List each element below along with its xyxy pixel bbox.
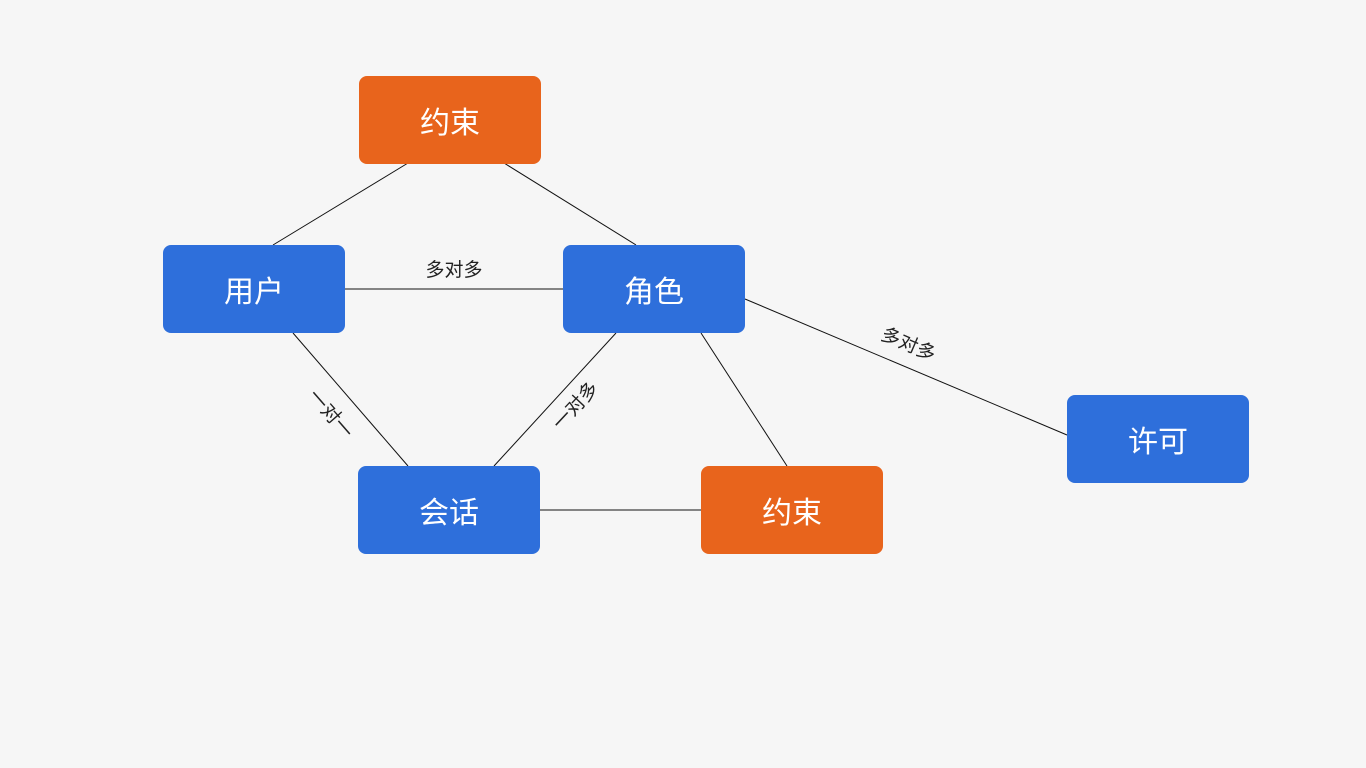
edge-label-role-session: 一对多 (548, 378, 603, 435)
edge-label-user-session: 一对一 (304, 385, 358, 442)
edge-role-constraint (700, 332, 788, 467)
edge-constraint-role (503, 162, 637, 246)
edge-user-role: 多对多 (345, 259, 563, 290)
node-label: 用户 (224, 275, 284, 310)
edge-role-permission: 多对多 (744, 298, 1068, 436)
node-label: 约束 (762, 496, 822, 531)
node-user: 用户 (163, 245, 345, 333)
edge-constraint-user (272, 162, 409, 246)
node-label: 约束 (420, 106, 480, 141)
edge-role-session: 一对多 (493, 332, 617, 467)
node-constraint-bottom: 约束 (701, 466, 883, 554)
edge-label-user-role: 多对多 (425, 259, 482, 281)
edge-user-session: 一对一 (292, 332, 409, 467)
node-constraint-top: 约束 (359, 76, 541, 164)
node-label: 许可 (1128, 425, 1188, 460)
node-permission: 许可 (1067, 395, 1249, 483)
node-label: 会话 (419, 496, 479, 531)
node-label: 角色 (624, 275, 684, 310)
node-role: 角色 (563, 245, 745, 333)
node-session: 会话 (358, 466, 540, 554)
